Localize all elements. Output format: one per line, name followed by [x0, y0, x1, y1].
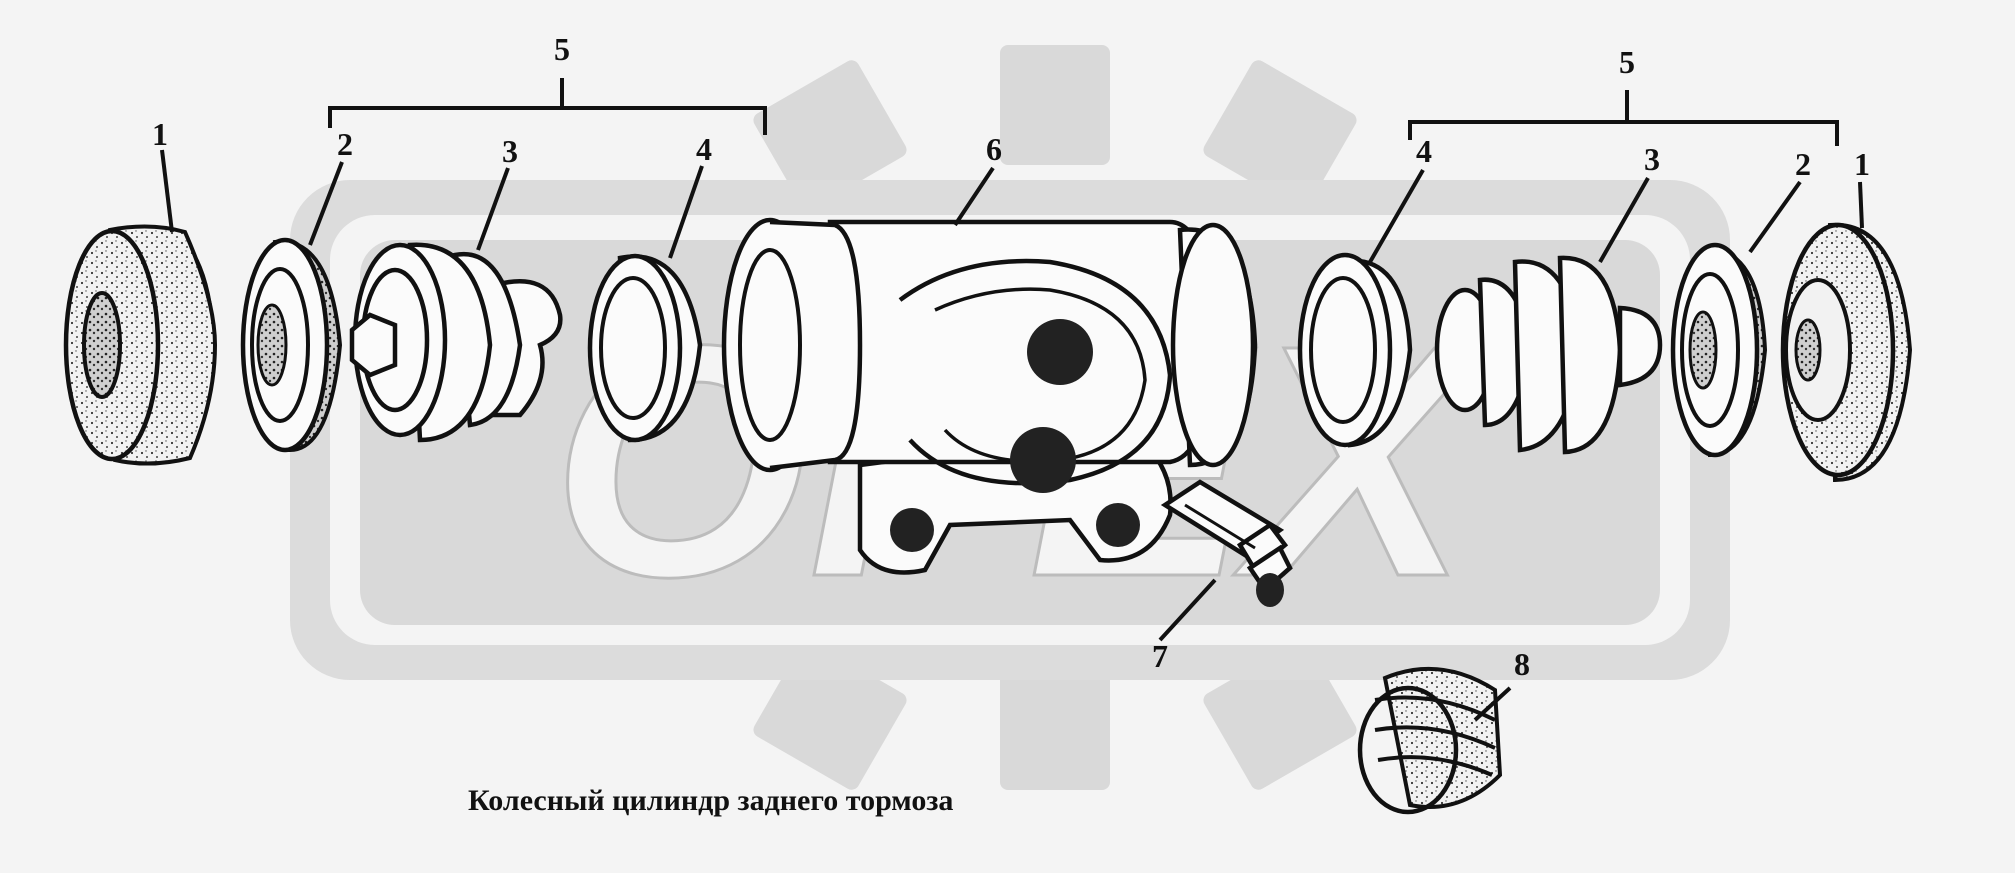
left-boot [63, 224, 218, 466]
callout-right-group-5: 5 [1619, 44, 1635, 80]
callout-left-3: 3 [502, 133, 518, 169]
callout-right-2: 2 [1795, 146, 1811, 182]
bleeder-fitting [1160, 479, 1293, 607]
right-boot [1780, 222, 1913, 483]
diagram-caption: Колесный цилиндр заднего тормоза [468, 784, 954, 817]
leader-lines [160, 149, 1864, 722]
dust-cap [1357, 666, 1503, 815]
right-piston [1434, 255, 1663, 455]
right-ring [1297, 252, 1413, 448]
callout-left-4: 4 [696, 131, 712, 167]
callout-body-6: 6 [986, 131, 1002, 167]
left-group-bracket [328, 78, 767, 135]
callout-left-group-5: 5 [554, 31, 570, 67]
callout-right-3: 3 [1644, 141, 1660, 177]
left-ring [587, 253, 703, 443]
callout-right-4: 4 [1416, 133, 1432, 169]
cylinder-body [721, 217, 1258, 575]
left-piston [349, 242, 563, 443]
callout-left-1: 1 [152, 116, 168, 152]
right-seal-cup [1670, 242, 1768, 458]
callout-labels: 5 1 2 3 4 6 7 8 5 4 3 2 1 [152, 31, 1870, 682]
callout-left-2: 2 [337, 126, 353, 162]
left-seal-cup [240, 237, 343, 453]
callout-fitting-7: 7 [1152, 638, 1168, 674]
callout-right-1: 1 [1854, 146, 1870, 182]
right-group-bracket [1408, 90, 1839, 146]
callout-cap-8: 8 [1514, 646, 1530, 682]
